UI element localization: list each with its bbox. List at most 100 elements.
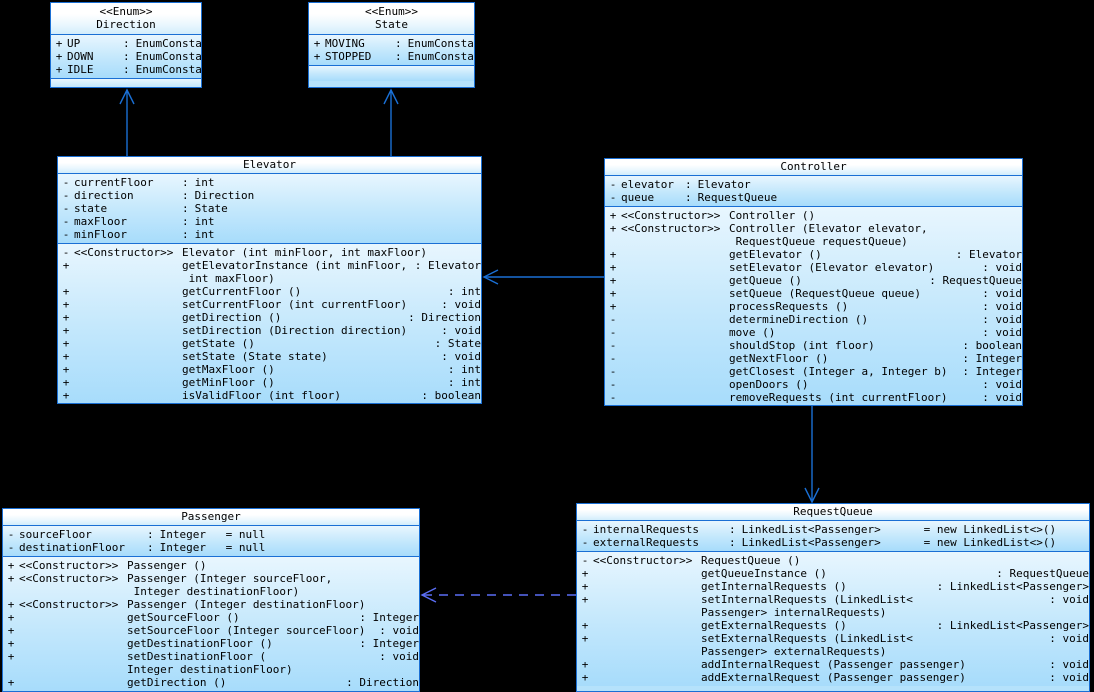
class-name: Passenger [181,510,241,523]
attribute-type: State [194,202,228,215]
visibility: - [609,378,617,391]
visibility: + [62,337,70,350]
attribute-row: + UP : EnumConstant [51,37,201,50]
operation-stereotype [19,663,127,676]
operation-row: - move () : void [605,326,1022,339]
visibility: + [609,261,617,274]
attribute-section-state: + MOVING : EnumConstant + STOPPED : Enum… [309,35,474,66]
operation-stereotype [621,391,729,404]
operation-return-type: : void [1049,671,1089,684]
operation-row: -getClosest (Integer a, Integer b): Inte… [605,365,1022,378]
operation-return-type: : void [441,350,481,363]
class-box-elevator[interactable]: Elevator -currentFloor:int-direction:Dir… [57,156,482,404]
operation-stereotype [74,389,182,402]
visibility: + [62,285,70,298]
operation-stereotype [621,313,729,326]
class-box-requestqueue[interactable]: RequestQueue -internalRequests:LinkedLis… [576,503,1090,692]
visibility: + [609,248,617,261]
operation-section-direction [51,79,201,87]
operation-signature: getExternalRequests () [701,619,847,632]
operation-return-type: : boolean [962,339,1022,352]
operation-row: +setCurrentFloor (int currentFloor): voi… [58,298,481,311]
attribute-type: int [194,215,215,228]
attribute-name: IDLE [67,63,94,76]
visibility: - [609,326,617,339]
attribute-name: minFloor [74,228,127,241]
operation-return-type: : boolean [421,389,481,402]
separator: : [182,215,189,228]
operation-signature: Controller (Elevator elevator, [729,222,928,235]
attribute-name: elevator [621,178,674,191]
operation-stereotype [621,378,729,391]
class-box-direction[interactable]: <<Enum>> Direction + UP : EnumConstant +… [50,2,202,88]
class-box-state[interactable]: <<Enum>> State + MOVING : EnumConstant +… [308,2,475,88]
attribute-name: internalRequests [593,523,699,536]
visibility: - [609,313,617,326]
operation-signature: setState (State state) [182,350,328,363]
operation-return-type: : void [982,300,1022,313]
operation-return-type: : void [379,650,419,663]
operation-signature: Controller () [729,209,816,222]
operation-return-type: : void [982,326,1022,339]
operation-signature: getState () [182,337,255,350]
operation-return-type: : Integer [359,611,419,624]
visibility: - [62,246,70,259]
attribute-row: -elevator:Elevator [605,178,1022,191]
attribute-row: -sourceFloor:Integer= null [3,528,419,541]
operation-signature: Passenger (Integer destinationFloor) [127,598,366,611]
operation-stereotype [593,671,701,684]
operation-stereotype [593,632,701,645]
operation-stereotype: <<Constructor>> [19,572,119,585]
operation-row: -<<Constructor>>Elevator (int minFloor, … [58,246,481,259]
class-header-direction: <<Enum>> Direction [51,3,201,35]
operation-stereotype [593,658,701,671]
attribute-row: -maxFloor:int [58,215,481,228]
operation-signature: Passenger (Integer sourceFloor, [127,572,333,585]
visibility: + [609,222,617,235]
link-elevator-to-direction [119,88,135,156]
operation-stereotype [74,285,182,298]
operation-stereotype [593,580,701,593]
operation-return-type: : LinkedList<Passenger> [936,580,1089,593]
operation-return-type: : void [982,261,1022,274]
attribute-name: externalRequests [593,536,699,549]
operation-row: +addExternalRequest (Passenger passenger… [577,671,1089,684]
operation-row: + <<Constructor>> Passenger (Integer sourc… [3,572,419,585]
operation-row: +getQueue (): RequestQueue [605,274,1022,287]
operation-signature: move () [729,326,776,339]
operation-signature: getMinFloor () [182,376,275,389]
attribute-type: LinkedList<Passenger> [741,523,881,536]
operation-signature: Integer destinationFloor) [127,585,300,598]
separator: : [147,541,154,554]
class-box-passenger[interactable]: Passenger -sourceFloor:Integer= null-des… [2,508,420,692]
operation-return-type: : int [447,363,481,376]
visibility: - [581,523,589,536]
operation-row-continuation: Passenger> internalRequests) [577,606,1089,619]
attribute-row: + IDLE : EnumConstant [51,63,201,76]
attribute-row: -destinationFloor:Integer= null [3,541,419,554]
class-name: RequestQueue [793,505,873,518]
attribute-type: Elevator [697,178,751,191]
operation-stereotype [74,311,182,324]
operation-signature: removeRequests (int currentFloor) [729,391,948,404]
attribute-row: + DOWN : EnumConstant [51,50,201,63]
attribute-name: state [74,202,108,215]
visibility: - [581,554,589,567]
operation-section-requestqueue: -<<Constructor>>RequestQueue ()+getQueue… [577,552,1089,686]
attribute-section-requestqueue: -internalRequests:LinkedList<Passenger>=… [577,521,1089,552]
operation-stereotype [74,376,182,389]
class-box-controller[interactable]: Controller -elevator:Elevator-queue:Requ… [604,158,1023,406]
operation-stereotype: <<Constructor>> [19,559,119,572]
visibility: + [7,572,15,585]
visibility: + [581,567,589,580]
visibility: + [581,671,589,684]
operation-row: +getDirection (): Direction [58,311,481,324]
class-name: Elevator [243,158,296,171]
operation-stereotype [621,365,729,378]
visibility: + [62,363,70,376]
separator: : [395,37,402,50]
operation-signature: openDoors () [729,378,809,391]
operation-signature: setDestinationFloor ( [127,650,267,663]
operation-return-type: : void [982,313,1022,326]
operation-row-continuation: Integer destinationFloor) [3,663,419,676]
